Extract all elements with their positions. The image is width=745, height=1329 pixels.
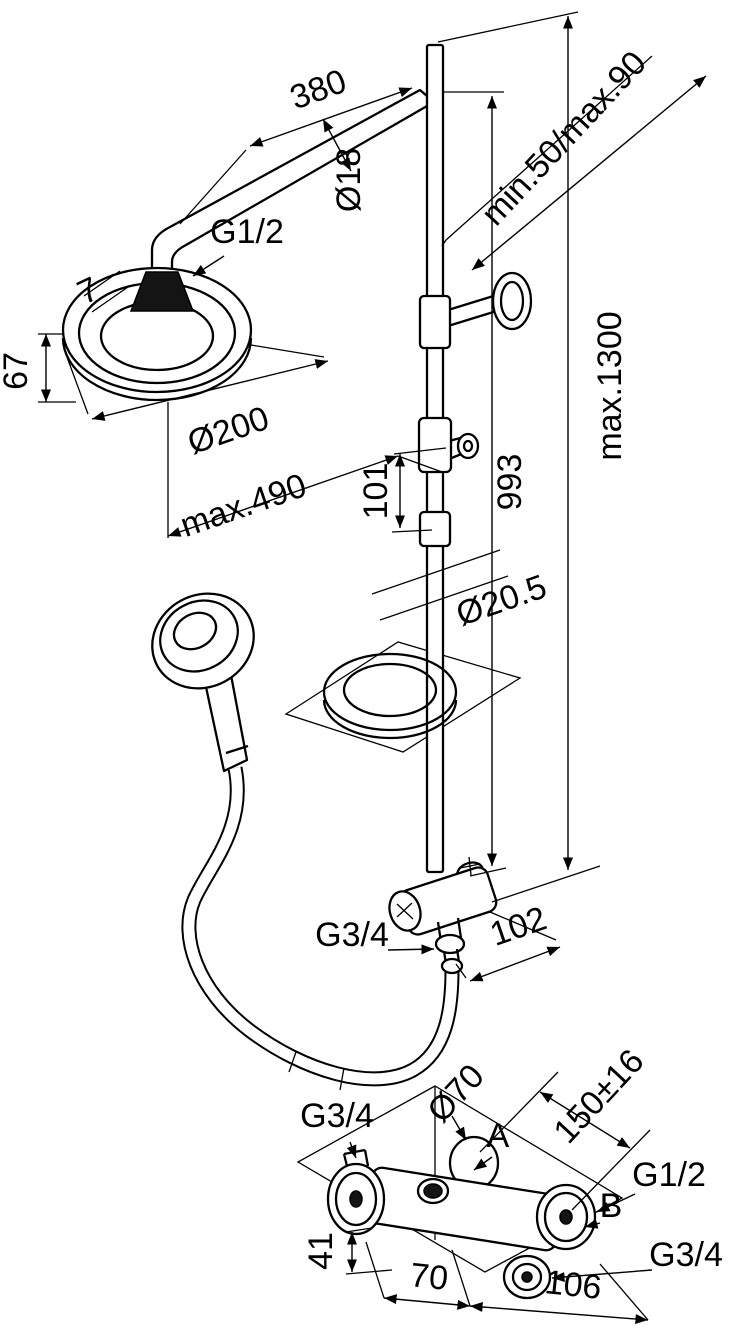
dim-arm-thread-label: G1/2 [210, 213, 284, 251]
dimension-labels: 380 Ø18 G1/2 7 67 Ø200 max.490 min.50/ma… [0, 44, 723, 1307]
shower-arm [150, 88, 436, 286]
dim-bracket-offset-label: 101 [357, 463, 395, 520]
hand-shower [151, 592, 255, 773]
dim-head-reach-label: max.490 [176, 466, 312, 544]
hand-shower-handle [204, 673, 249, 773]
dim-mixer-width-label: 106 [543, 1263, 603, 1307]
hand-shower-head [151, 592, 255, 690]
dim-mixer-bottom-thread-label: G3/4 [649, 1236, 723, 1274]
shower-hose [181, 766, 460, 1091]
dim-arm-diameter-label: Ø18 [330, 148, 368, 212]
dim-escutcheon-diameter-label: Ø70 [420, 1057, 492, 1130]
thermostatic-mixer [326, 1135, 597, 1300]
slider-knob [456, 432, 480, 460]
dim-head-height-label: 67 [0, 352, 35, 390]
dim-diverter-thread-label: G3/4 [315, 916, 389, 954]
dimension-annotations [38, 11, 707, 1325]
dim-total-height-label: max.1300 [591, 311, 629, 460]
port-a-label: A [487, 1117, 510, 1155]
dim-head-diameter-label: Ø200 [183, 399, 274, 462]
pipe-coupling [418, 510, 452, 548]
handset-holder-ring [322, 652, 458, 740]
dim-riser-height-label: 993 [491, 454, 529, 511]
slider-bracket [417, 416, 480, 474]
dim-wall-distance-label: min.50/max.90 [474, 44, 654, 233]
diverter-plus-mark [459, 856, 481, 876]
dim-riser-diameter-label: Ø20.5 [451, 568, 551, 634]
wall-bracket [418, 271, 533, 350]
diverter-valve [388, 856, 498, 975]
dim-mixer-center-offset-label: 70 [408, 1256, 450, 1298]
dim-mixer-left-thread-label: G3/4 [300, 1097, 374, 1135]
dim-mixer-right-thread-label: G1/2 [632, 1156, 706, 1194]
arm-cone-connector [129, 271, 195, 312]
dim-arm-length-label: 380 [285, 62, 351, 117]
diverter-cross-mark [396, 902, 414, 920]
dim-mixer-height-label: 41 [302, 1232, 340, 1270]
hose-nut [434, 933, 466, 955]
dim-supply-spacing-label: 150±16 [546, 1042, 651, 1151]
port-b-label: B [600, 1187, 623, 1225]
